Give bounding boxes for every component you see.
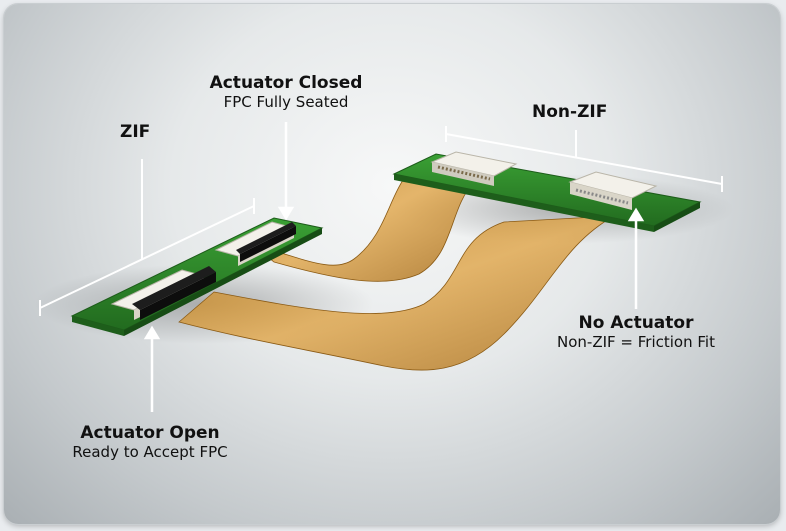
actuator-open-subtitle: Ready to Accept FPC <box>72 442 228 461</box>
fpc-cable-lower <box>178 215 615 371</box>
diagram-frame: ZIF Non-ZIF Actuator Closed FPC Fully Se… <box>4 4 780 524</box>
nonzif-dimension-line <box>445 126 723 192</box>
nonzif-pcb-edge <box>654 202 700 232</box>
no-actuator-subtitle: Non-ZIF = Friction Fit <box>557 332 715 351</box>
connector-illustration <box>34 122 734 412</box>
zif-label: ZIF <box>120 122 151 142</box>
zif-pcb-edge-side <box>124 228 322 336</box>
zif-connector-open <box>110 266 216 320</box>
no-actuator-title: No Actuator <box>578 313 694 333</box>
actuator-closed-subtitle: FPC Fully Seated <box>223 92 349 111</box>
actuator-open-title: Actuator Open <box>80 423 220 443</box>
nonzif-connector-left <box>430 151 518 186</box>
actuator-closed-pointer <box>277 122 295 221</box>
actuator-closed-callout: Actuator Closed FPC Fully Seated <box>196 73 376 111</box>
actuator-open-pointer <box>143 325 161 412</box>
no-actuator-callout: No Actuator Non-ZIF = Friction Fit <box>536 313 736 351</box>
non-zif-label: Non-ZIF <box>532 102 608 122</box>
actuator-open-callout: Actuator Open Ready to Accept FPC <box>40 423 260 461</box>
zif-dimension-line <box>39 159 255 316</box>
actuator-closed-title: Actuator Closed <box>209 73 363 93</box>
zif-connector-closed <box>214 221 296 266</box>
nonzif-pcb-edge-front <box>394 174 654 232</box>
no-actuator-pointer <box>627 207 645 309</box>
zif-pcb-edge <box>72 316 124 336</box>
nonzif-connector-right <box>568 171 658 210</box>
